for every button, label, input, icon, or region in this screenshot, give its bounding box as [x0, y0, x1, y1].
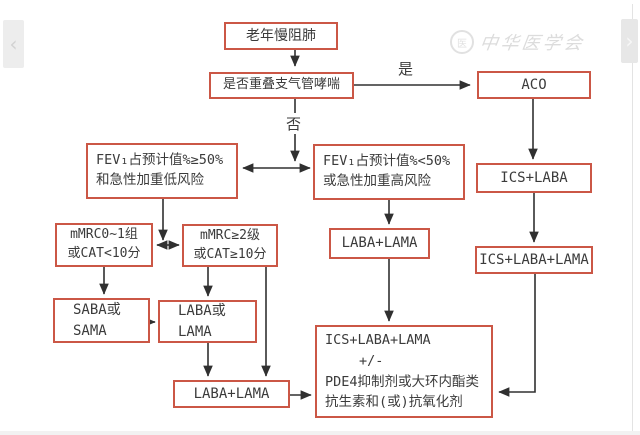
edge-label-yes: 是	[398, 60, 414, 78]
node-label-line1: FEV₁占预计值%<50%	[323, 153, 451, 170]
node-label-line1: FEV₁占预计值%≥50%	[96, 152, 224, 169]
previous-slide-button[interactable]: ‹	[3, 20, 24, 68]
node-laba-lama-bottom: LABA+LAMA	[173, 380, 290, 408]
node-label-line1: SABA或	[73, 302, 121, 319]
node-label: 是否重叠支气管哮喘	[222, 77, 340, 93]
node-label-line1: mMRC0~1组	[70, 227, 138, 243]
node-laba-lama-middle: LABA+LAMA	[329, 228, 430, 259]
node-asthma-overlap-question: 是否重叠支气管哮喘	[209, 72, 354, 99]
node-label-line2: LAMA	[178, 323, 212, 340]
node-label-line1: mMRC≥2级	[200, 227, 260, 243]
bottom-page-edge	[0, 431, 640, 435]
node-label: ICS+LABA	[500, 169, 568, 186]
node-ics-laba-lama: ICS+LABA+LAMA	[475, 246, 593, 274]
node-aco: ACO	[477, 71, 591, 99]
node-mmrc-ge2: mMRC≥2级 或CAT≥10分	[182, 224, 278, 267]
node-elderly-copd: 老年慢阻肺	[224, 22, 338, 50]
node-label: ICS+LABA+LAMA	[479, 251, 589, 268]
node-mmrc-0-1: mMRC0~1组 或CAT<10分	[55, 223, 153, 267]
edge-label-no: 否	[284, 113, 304, 134]
node-label-line2: 或急性加重高风险	[323, 173, 431, 189]
node-ics-laba: ICS+LABA	[476, 163, 592, 193]
node-fev1-low-risk: FEV₁占预计值%≥50% 和急性加重低风险	[86, 143, 238, 199]
node-label-line3: PDE4抑制剂或大环内酯类	[325, 373, 480, 390]
node-fev1-high-risk: FEV₁占预计值%<50% 或急性加重高风险	[313, 144, 465, 200]
watermark: 医 中华医学会	[450, 29, 586, 55]
node-label: LABA+LAMA	[341, 235, 418, 252]
node-label: LABA+LAMA	[193, 385, 270, 402]
right-page-edge-line	[632, 4, 633, 435]
node-label-line1: LABA或	[178, 303, 226, 320]
node-final-therapy: ICS+LABA+LAMA +/- PDE4抑制剂或大环内酯类 抗生素和(或)抗…	[315, 325, 493, 418]
medical-association-emblem-icon: 医	[450, 30, 474, 54]
node-saba-or-sama: SABA或 SAMA	[53, 298, 150, 343]
node-label-line2: SAMA	[73, 322, 107, 339]
node-label-line1: ICS+LABA+LAMA	[325, 331, 431, 348]
node-label-line4: 抗生素和(或)抗氧化剂	[325, 394, 463, 411]
chevron-left-icon: ‹	[9, 32, 18, 56]
node-label-line2: +/-	[359, 352, 384, 369]
node-label-line2: 或CAT<10分	[67, 246, 141, 261]
node-label-line2: 或CAT≥10分	[193, 246, 267, 262]
next-slide-button[interactable]: ›	[621, 19, 638, 63]
node-label: 老年慢阻肺	[246, 27, 316, 44]
chevron-right-icon: ›	[625, 29, 634, 53]
node-label: ACO	[521, 76, 547, 93]
node-laba-or-lama: LABA或 LAMA	[158, 300, 257, 343]
node-label-line2: 和急性加重低风险	[96, 172, 204, 188]
